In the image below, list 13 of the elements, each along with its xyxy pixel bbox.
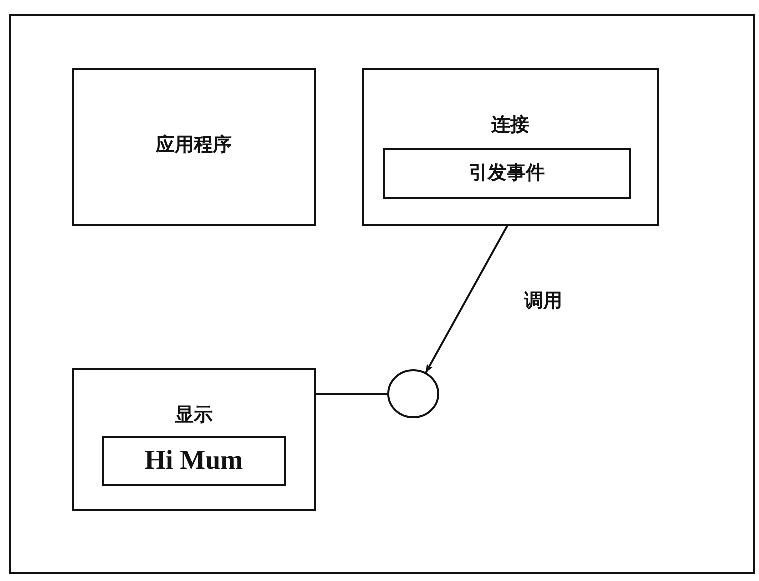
box-heading: 显示 <box>175 403 213 428</box>
inner-label: 引发事件 <box>469 161 545 186</box>
arrow <box>425 226 508 374</box>
component-box <box>102 436 286 486</box>
inner-label: Hi Mum <box>144 445 244 476</box>
box-heading: 连接 <box>492 113 530 138</box>
container-box <box>72 368 316 511</box>
container-box <box>362 68 659 226</box>
box-label: 应用程序 <box>156 133 232 158</box>
component-box <box>383 148 631 199</box>
component-box <box>72 68 316 226</box>
interface-circle <box>387 369 440 419</box>
connector-line <box>316 393 388 395</box>
